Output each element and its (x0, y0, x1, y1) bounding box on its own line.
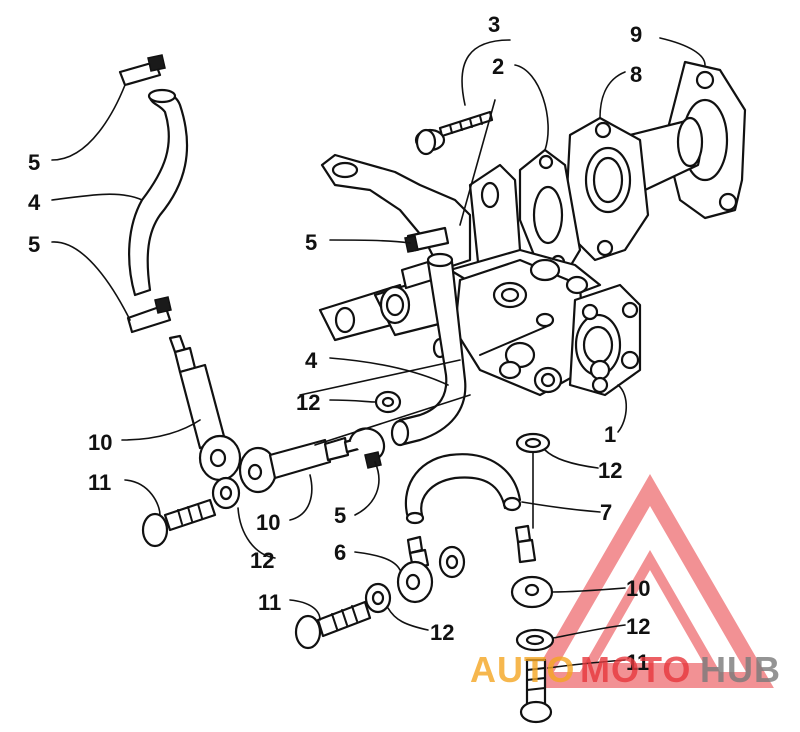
banjo-fitting-10-bottom (510, 524, 554, 609)
banjo-fitting-10-left (168, 334, 242, 482)
callout-11-a: 11 (88, 470, 111, 495)
callout-4-a: 4 (28, 190, 41, 215)
callout-2: 2 (492, 54, 504, 79)
callout-12-c: 12 (598, 458, 622, 483)
bolt-3 (414, 110, 494, 156)
callout-5-d: 5 (334, 503, 346, 528)
watermark-triangle-inner (579, 549, 721, 673)
callout-10-c: 10 (626, 576, 650, 601)
leader-lines (51, 37, 706, 669)
hose-4-upper (128, 88, 189, 297)
alignment-lines (299, 99, 534, 529)
watermark-text: AUTO MOTO HUB (470, 649, 781, 690)
watermark-hub: HUB (700, 649, 781, 690)
watermark-triangle-outer (526, 474, 774, 688)
watermark-moto: MOTO (580, 649, 691, 690)
clamp-5-middle (404, 226, 450, 253)
callout-5-a: 5 (28, 150, 40, 175)
banjo-fitting-6 (396, 535, 434, 604)
callout-10-b: 10 (256, 510, 280, 535)
callout-8: 8 (630, 62, 642, 87)
callout-10-a: 10 (88, 430, 112, 455)
callout-12-a: 12 (296, 390, 320, 415)
oil-pump-1 (373, 248, 642, 397)
callout-5-c: 5 (305, 230, 317, 255)
callout-labels: 3 2 9 8 5 4 5 5 4 12 10 11 10 12 5 6 1 1… (28, 12, 650, 675)
callout-12-e: 12 (626, 614, 650, 639)
callout-9: 9 (630, 22, 642, 47)
bolt-11-middle (294, 600, 372, 650)
callout-11-b: 11 (258, 590, 281, 615)
watermark-logo (526, 474, 774, 688)
callout-3: 3 (488, 12, 500, 37)
callout-6: 6 (334, 540, 346, 565)
callout-1: 1 (604, 422, 616, 447)
clamp-5-bottom (348, 427, 386, 469)
callout-5-b: 5 (28, 232, 40, 257)
callout-12-d: 12 (430, 620, 454, 645)
bolt-11-left (141, 498, 217, 548)
banjo-fitting-10-middle (238, 436, 364, 494)
callout-7: 7 (600, 500, 612, 525)
clamp-5-lower (126, 296, 172, 334)
callout-11-c: 11 (626, 650, 649, 675)
hose-7 (404, 453, 522, 525)
callout-4-b: 4 (305, 348, 318, 373)
clamp-5-top (118, 54, 166, 87)
valve-8 (563, 116, 704, 262)
watermark-auto: AUTO (470, 649, 575, 690)
bolt-11-bottom (519, 658, 553, 724)
callout-12-b: 12 (250, 548, 274, 573)
